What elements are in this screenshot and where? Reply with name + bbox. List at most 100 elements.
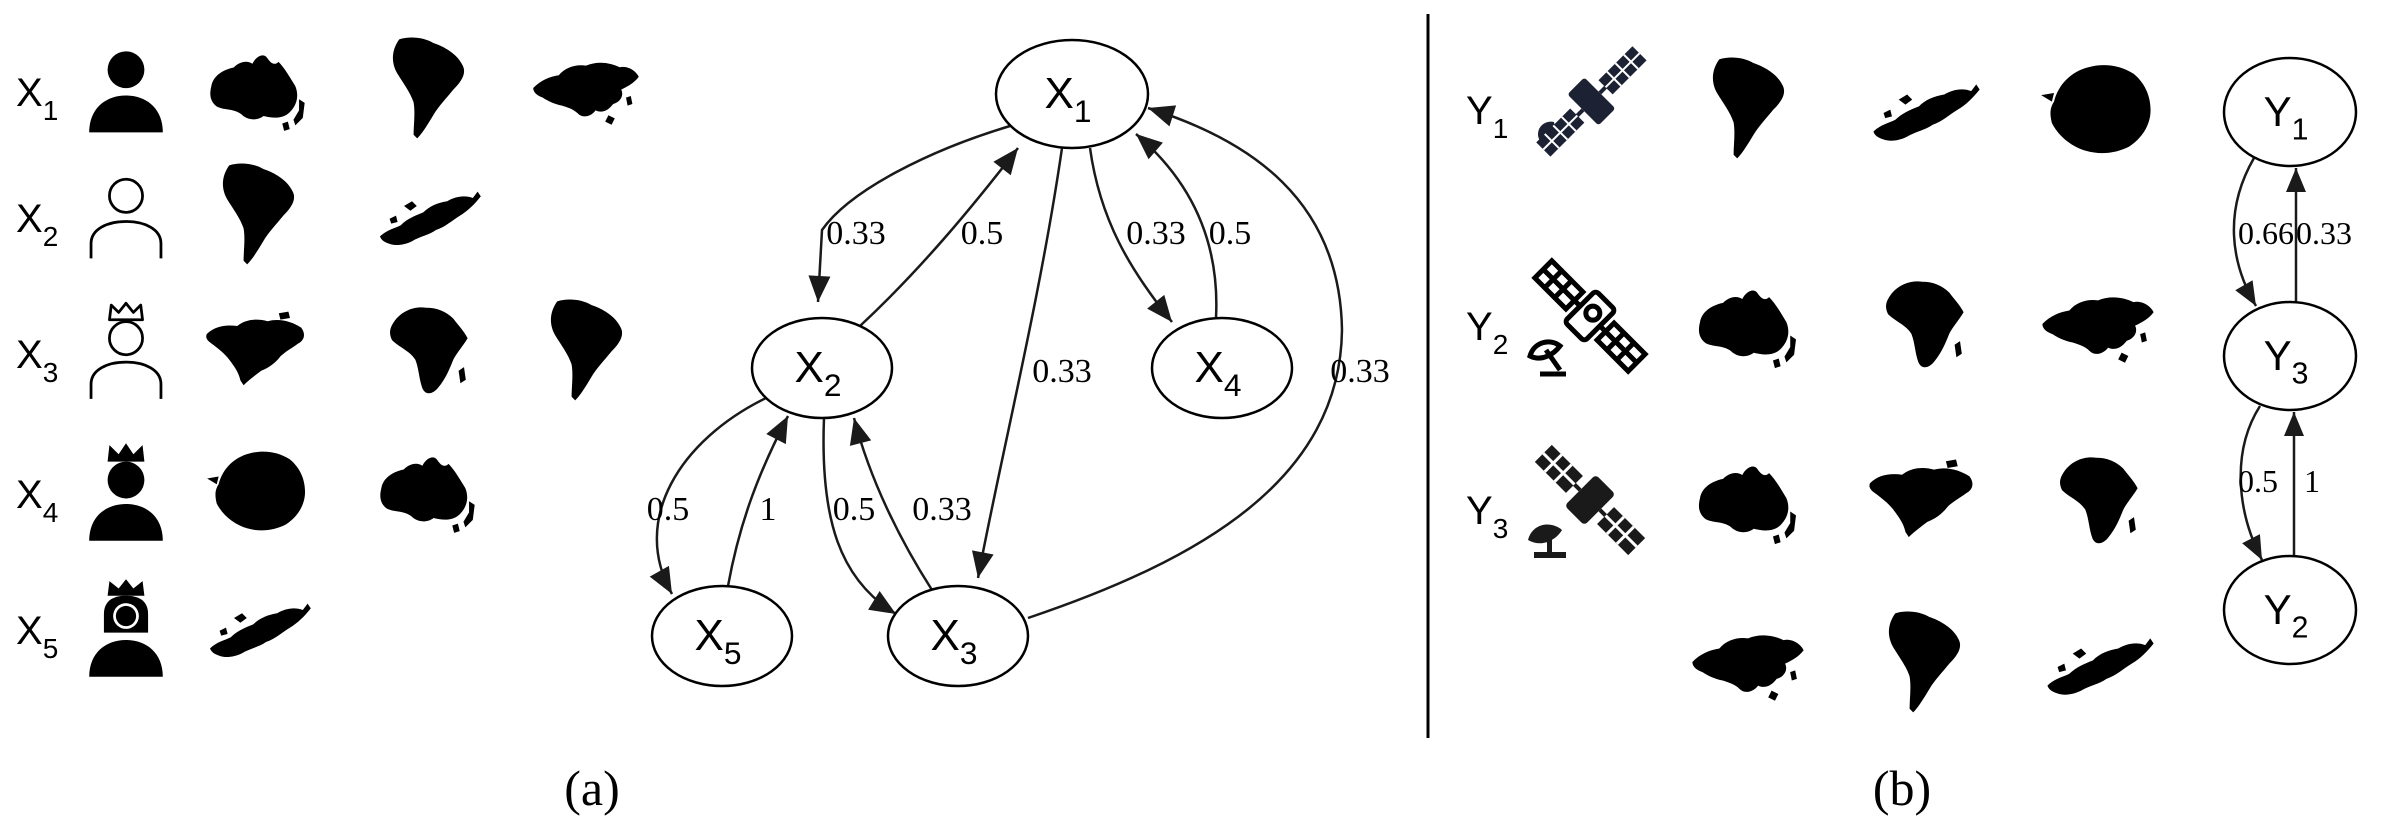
node-label-subscript: 5: [724, 635, 742, 671]
node-label-subscript: 4: [1224, 367, 1242, 403]
edge-x5-x2: 1: [726, 415, 790, 587]
node-x2: X2: [750, 316, 894, 420]
africa-icon: [2060, 457, 2138, 544]
edge-line: [859, 147, 1019, 327]
australia-icon: [380, 457, 475, 533]
arrow-head: [649, 565, 672, 594]
australia-icon: [1698, 466, 1796, 545]
asia-icon: [533, 62, 639, 125]
edge-x2-x1: 0.5: [859, 147, 1019, 327]
australia-icon: [1698, 290, 1796, 369]
node-label-main: Y: [2264, 332, 2292, 379]
edge-label: 0.33: [1032, 353, 1092, 390]
arrow-head: [808, 275, 831, 302]
edge-label: 0.33: [1330, 353, 1390, 390]
edge-line: [816, 124, 1011, 303]
edge-label: 0.5: [2238, 463, 2278, 499]
edge-label: 1: [2304, 463, 2320, 499]
europe-icon: [380, 191, 481, 246]
arrow-head: [1147, 294, 1172, 322]
person-solid-icon: [89, 51, 163, 133]
node-label: Y3: [2264, 332, 2309, 390]
row-label-y2: Y2: [1466, 305, 1508, 360]
node-label: X3: [931, 611, 978, 671]
node-label-subscript: 1: [1074, 93, 1092, 129]
node-label: X2: [795, 343, 842, 403]
north-america-icon: [206, 311, 304, 386]
node-label-main: X: [1045, 69, 1074, 118]
node-y2: Y2: [2222, 554, 2358, 666]
edge-label: 0.5: [647, 491, 690, 528]
row-label-x5: X5: [16, 609, 58, 664]
node-label: X1: [1045, 69, 1092, 129]
node-y3: Y3: [2222, 300, 2358, 412]
europe-icon: [2047, 638, 2154, 695]
edge-x2-x5: 0.5: [647, 396, 767, 595]
person-outline-crown-icon: [89, 301, 163, 401]
node-ellipse: [650, 584, 794, 688]
node-x5: X5: [650, 584, 794, 688]
node-x4: X4: [1150, 316, 1294, 420]
europe-icon: [1873, 84, 1980, 141]
node-label-main: X: [931, 611, 960, 660]
caption-a: (a): [564, 760, 620, 816]
africa-icon: [1886, 281, 1964, 368]
edge-x4-x1: 0.5: [1135, 133, 1252, 319]
edge-label: 0.66: [2238, 215, 2294, 251]
row-label-x2: X2: [16, 197, 58, 252]
europe-icon: [210, 603, 311, 658]
arrow-head: [2284, 412, 2304, 436]
south-america-icon: [392, 37, 465, 139]
edge-label: 1: [760, 491, 777, 528]
row-label-x3: X3: [16, 333, 58, 388]
edge-line: [1027, 106, 1344, 620]
edge-label: 0.33: [826, 215, 886, 252]
node-ellipse: [750, 316, 894, 420]
arrow-head: [2242, 534, 2262, 560]
south-america-icon: [1888, 611, 1961, 713]
node-x1: X1: [994, 38, 1150, 150]
edge-label: 0.33: [912, 491, 972, 528]
node-ellipse: [1150, 316, 1294, 420]
edge-y3-y1: 0.33: [2286, 168, 2352, 302]
north-america-icon: [1869, 459, 1973, 538]
edge-y2-y3: 1: [2284, 412, 2320, 556]
south-america-icon: [550, 299, 623, 401]
edge-label: 0.33: [1126, 215, 1186, 252]
edge-label: 0.5: [1209, 215, 1252, 252]
node-label-subscript: 2: [2292, 611, 2309, 644]
row-label-x1: X1: [16, 71, 58, 126]
edge-x1-x3: 0.33: [971, 147, 1092, 579]
row-x4: X4: [16, 443, 475, 541]
antarctica-icon: [207, 451, 306, 531]
node-label: X5: [695, 611, 742, 671]
node-label-subscript: 2: [824, 367, 842, 403]
arrow-head: [849, 418, 872, 446]
node-label: Y1: [2264, 88, 2309, 146]
arrow-head: [1136, 134, 1163, 160]
satellite-dish-icon: [1528, 254, 1652, 378]
edge-x2-x3: 0.5: [822, 417, 897, 616]
node-ellipse: [994, 38, 1150, 150]
satellite-icon: [1526, 36, 1657, 167]
node-label: Y2: [2264, 586, 2309, 644]
row-x1: X1: [16, 37, 639, 139]
person-outline-icon: [89, 177, 163, 260]
asia-icon: [2042, 297, 2154, 363]
edge-label: 0.33: [2296, 215, 2352, 251]
edge-x1-x2: 0.33: [808, 124, 1011, 303]
node-ellipse: [886, 584, 1030, 688]
arrow-head: [993, 148, 1018, 176]
node-label: X4: [1195, 343, 1242, 403]
arrow-head: [2286, 168, 2306, 192]
queen-icon: [89, 579, 163, 677]
edge-label: 0.5: [833, 491, 876, 528]
node-label-subscript: 3: [960, 635, 978, 671]
south-america-icon: [1712, 57, 1785, 159]
